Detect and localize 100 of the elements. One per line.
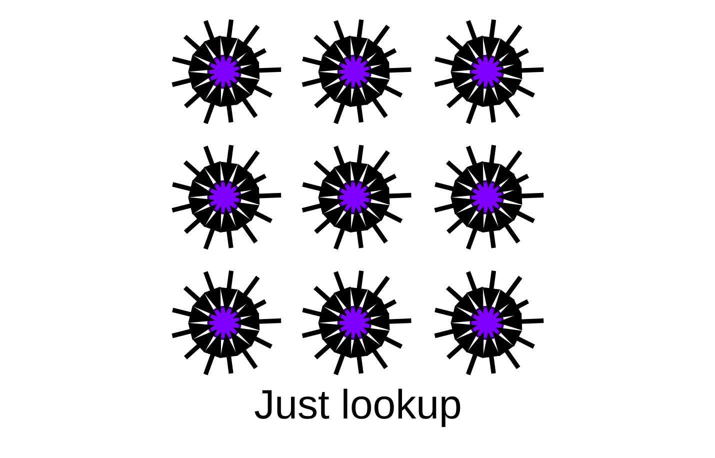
arrow <box>313 160 347 191</box>
arrow <box>313 286 347 316</box>
arrow <box>302 167 347 198</box>
arrow <box>220 330 251 374</box>
arrow <box>482 19 514 64</box>
arrow <box>492 76 522 118</box>
arrow <box>350 19 382 64</box>
arrow <box>192 20 220 66</box>
arrow <box>230 38 266 68</box>
arrow <box>360 150 390 193</box>
arrow <box>454 146 483 191</box>
node-circle <box>336 306 372 340</box>
arrow <box>182 160 217 191</box>
arrow <box>350 270 382 315</box>
caption: Just lookup <box>254 382 462 428</box>
arrow <box>434 322 480 353</box>
arrow <box>482 330 514 374</box>
arrow <box>360 164 396 193</box>
arrow <box>482 79 514 123</box>
arrow <box>232 298 281 330</box>
arrow <box>492 202 534 231</box>
arrow <box>492 38 529 68</box>
arrow <box>434 167 480 198</box>
arrow <box>192 78 221 124</box>
arrow <box>434 42 480 72</box>
arrow <box>322 329 351 376</box>
arrow <box>172 42 217 72</box>
arrow <box>492 24 522 68</box>
arrow <box>492 150 522 193</box>
arrow <box>232 173 281 205</box>
arrow <box>454 20 483 66</box>
arrow <box>322 78 351 124</box>
node-circle <box>336 180 372 214</box>
arrow <box>229 202 272 231</box>
arrow <box>322 146 350 191</box>
arrow <box>362 173 411 205</box>
arrow <box>454 271 483 316</box>
arrow <box>360 24 390 68</box>
arrow <box>314 329 347 360</box>
arrow <box>172 167 217 198</box>
arrow <box>492 276 522 318</box>
arrow <box>322 20 350 66</box>
arrow <box>322 271 350 316</box>
arrow <box>454 78 484 124</box>
arrow <box>434 197 480 228</box>
arrow <box>220 144 252 190</box>
arrow <box>482 204 514 248</box>
arrow <box>362 48 411 80</box>
arrow <box>492 327 522 370</box>
node-circle <box>206 306 241 340</box>
arrow <box>229 327 272 356</box>
arrow <box>220 79 251 123</box>
arrow <box>301 197 347 228</box>
arrow <box>230 164 266 193</box>
arrow <box>192 146 220 191</box>
arrow <box>172 293 217 323</box>
arrow <box>454 204 484 250</box>
arrow <box>229 76 259 118</box>
arrow <box>230 289 266 318</box>
arrow <box>350 204 381 248</box>
arrow <box>350 330 381 374</box>
arrow <box>192 204 221 250</box>
arrow <box>359 327 402 356</box>
arrow <box>494 298 544 330</box>
arrow <box>220 270 252 315</box>
arrow <box>359 327 390 370</box>
arrow <box>359 76 390 118</box>
arrow <box>360 289 396 318</box>
arrow <box>359 76 402 105</box>
arrow <box>302 293 347 323</box>
arrow <box>220 19 252 64</box>
arrow <box>446 160 480 191</box>
arrow <box>434 293 480 323</box>
arrow <box>492 76 534 105</box>
arrow <box>492 164 529 193</box>
node-circle <box>336 54 372 89</box>
node-circle <box>206 54 241 89</box>
arrow <box>171 322 217 353</box>
arrow <box>171 197 217 228</box>
arrow <box>446 329 480 360</box>
arrow <box>360 276 390 318</box>
arrow <box>229 327 259 370</box>
arrow <box>494 48 544 80</box>
arrow <box>229 202 259 244</box>
arrow <box>302 42 347 72</box>
arrow <box>230 24 260 68</box>
arrow <box>220 204 251 248</box>
arrow <box>301 72 347 102</box>
arrow <box>171 72 217 102</box>
node-circle <box>469 180 504 214</box>
arrow <box>482 144 514 190</box>
arrow <box>230 150 260 193</box>
arrow <box>301 322 347 353</box>
arrow <box>322 204 351 250</box>
arrow <box>492 289 529 318</box>
arrow <box>446 286 480 316</box>
arrow <box>232 48 281 80</box>
arrow <box>229 76 272 105</box>
arrow <box>314 204 347 234</box>
arrow <box>314 78 347 108</box>
